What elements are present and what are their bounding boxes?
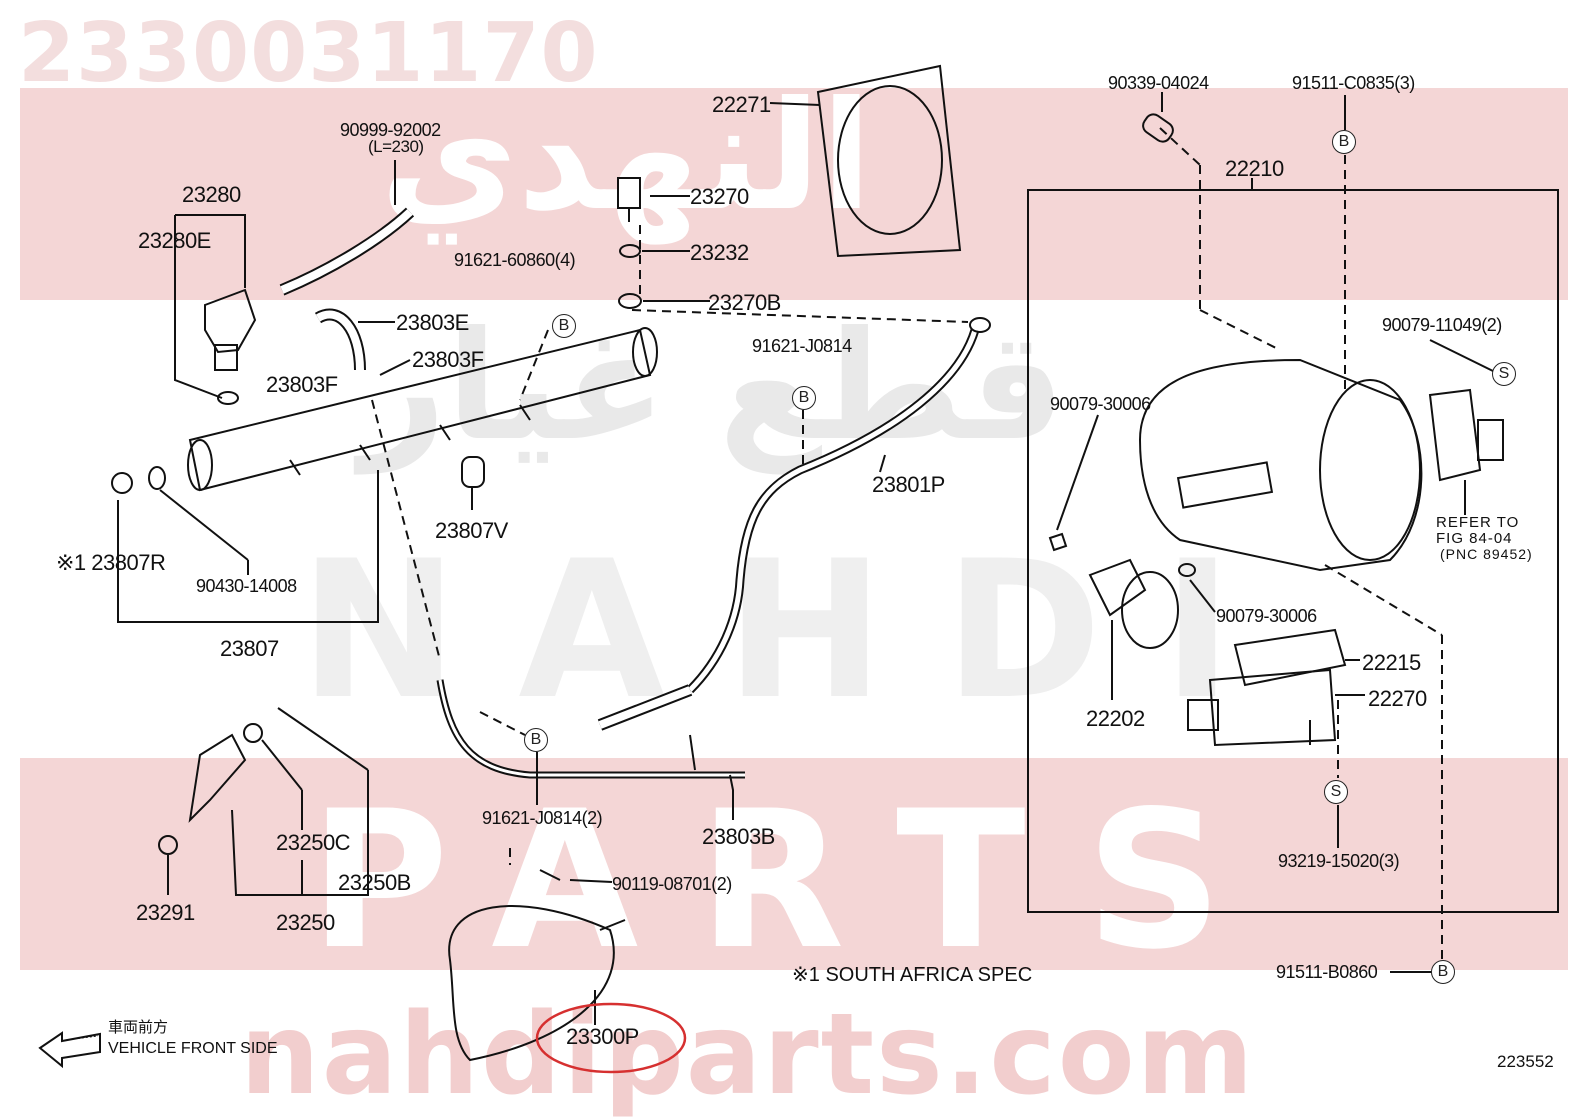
callout-23803e: 23803E <box>396 310 469 335</box>
callout-23807r: ※1 23807R <box>56 550 166 575</box>
callout-23801p: 23801P <box>872 472 945 497</box>
callout-90079-11049: 90079-11049(2) <box>1382 315 1502 335</box>
callout-90079-30006-bottom: 90079-30006 <box>1216 606 1317 626</box>
marker-b-91621-j0814-2: B <box>524 728 548 752</box>
callout-23250: 23250 <box>276 910 335 935</box>
marker-b-91621-60860: B <box>552 314 576 338</box>
callout-23807: 23807 <box>220 636 279 661</box>
refer-note-line3: (PNC 89452) <box>1440 546 1533 562</box>
callout-23270b: 23270B <box>708 290 781 315</box>
callout-90339-04024: 90339-04024 <box>1108 73 1209 93</box>
highlight-23300p <box>535 1002 687 1074</box>
callout-23291: 23291 <box>136 900 195 925</box>
callout-22271: 22271 <box>712 92 771 117</box>
callout-90119-08701: 90119-08701(2) <box>612 874 732 894</box>
callout-91621-j0814: 91621-J0814 <box>752 336 852 356</box>
refer-note-line2: FIG 84-04 <box>1436 530 1513 547</box>
callout-23803b: 23803B <box>702 824 775 849</box>
refer-note-line1: REFER TO <box>1436 514 1520 531</box>
callout-91621-60860: 91621-60860(4) <box>454 250 576 270</box>
vehicle-front-en: VEHICLE FRONT SIDE <box>108 1040 278 1057</box>
vehicle-front-jp: 車両前方 <box>108 1019 169 1036</box>
diagram-id: 223552 <box>1497 1052 1554 1071</box>
callout-23803f-left: 23803F <box>266 372 338 397</box>
marker-b-91511-c0835: B <box>1332 130 1356 154</box>
marker-b-91511-b0860: B <box>1431 960 1455 984</box>
callout-23250c: 23250C <box>276 830 351 855</box>
callout-90079-30006-top: 90079-30006 <box>1050 394 1151 414</box>
vehicle-front-arrow <box>38 1031 101 1069</box>
watermark-nahdi: NAHDI <box>299 520 1293 741</box>
callout-23280e: 23280E <box>138 228 211 253</box>
watermark-part-code: 2330031170 <box>18 6 599 101</box>
group-box-22210 <box>1027 189 1559 913</box>
callout-23250b: 23250B <box>338 870 411 895</box>
callout-22270: 22270 <box>1368 686 1427 711</box>
callout-91511-c0835: 91511-C0835(3) <box>1292 73 1415 93</box>
marker-s-90079-11049: S <box>1492 362 1516 386</box>
callout-23270: 23270 <box>690 184 749 209</box>
callout-93219-15020: 93219-15020(3) <box>1278 851 1400 871</box>
callout-90999-92002: 90999-92002 <box>340 120 441 140</box>
watermark-arabic-mid: قطع غيار <box>360 300 1066 474</box>
marker-s-93219: S <box>1324 780 1348 804</box>
watermark-band-top <box>20 88 1568 300</box>
callout-23803f-right: 23803F <box>412 347 484 372</box>
watermark-arabic-top: النهدي <box>380 70 873 244</box>
callout-91621-j0814-2: 91621-J0814(2) <box>482 808 603 828</box>
marker-b-91621-j0814: B <box>792 386 816 410</box>
gasket-22271 <box>816 64 962 258</box>
callout-22202: 22202 <box>1086 706 1145 731</box>
gasket-22271-bore <box>837 85 943 235</box>
watermark-site: nahdiparts.com <box>240 990 1256 1120</box>
watermark-parts: PARTS <box>309 770 1283 991</box>
south-africa-spec-note: ※1 SOUTH AFRICA SPEC <box>792 964 1033 986</box>
watermark-band-bottom <box>20 758 1568 970</box>
callout-91511-b0860: 91511-B0860 <box>1276 962 1378 982</box>
callout-23232: 23232 <box>690 240 749 265</box>
callout-22215: 22215 <box>1362 650 1421 675</box>
callout-23300p: 23300P <box>566 1024 639 1049</box>
callout-23807v: 23807V <box>435 518 508 543</box>
callout-23280: 23280 <box>182 182 241 207</box>
callout-22210: 22210 <box>1225 156 1284 181</box>
callout-l230: (L=230) <box>368 137 424 156</box>
callout-90430-14008: 90430-14008 <box>196 576 297 596</box>
